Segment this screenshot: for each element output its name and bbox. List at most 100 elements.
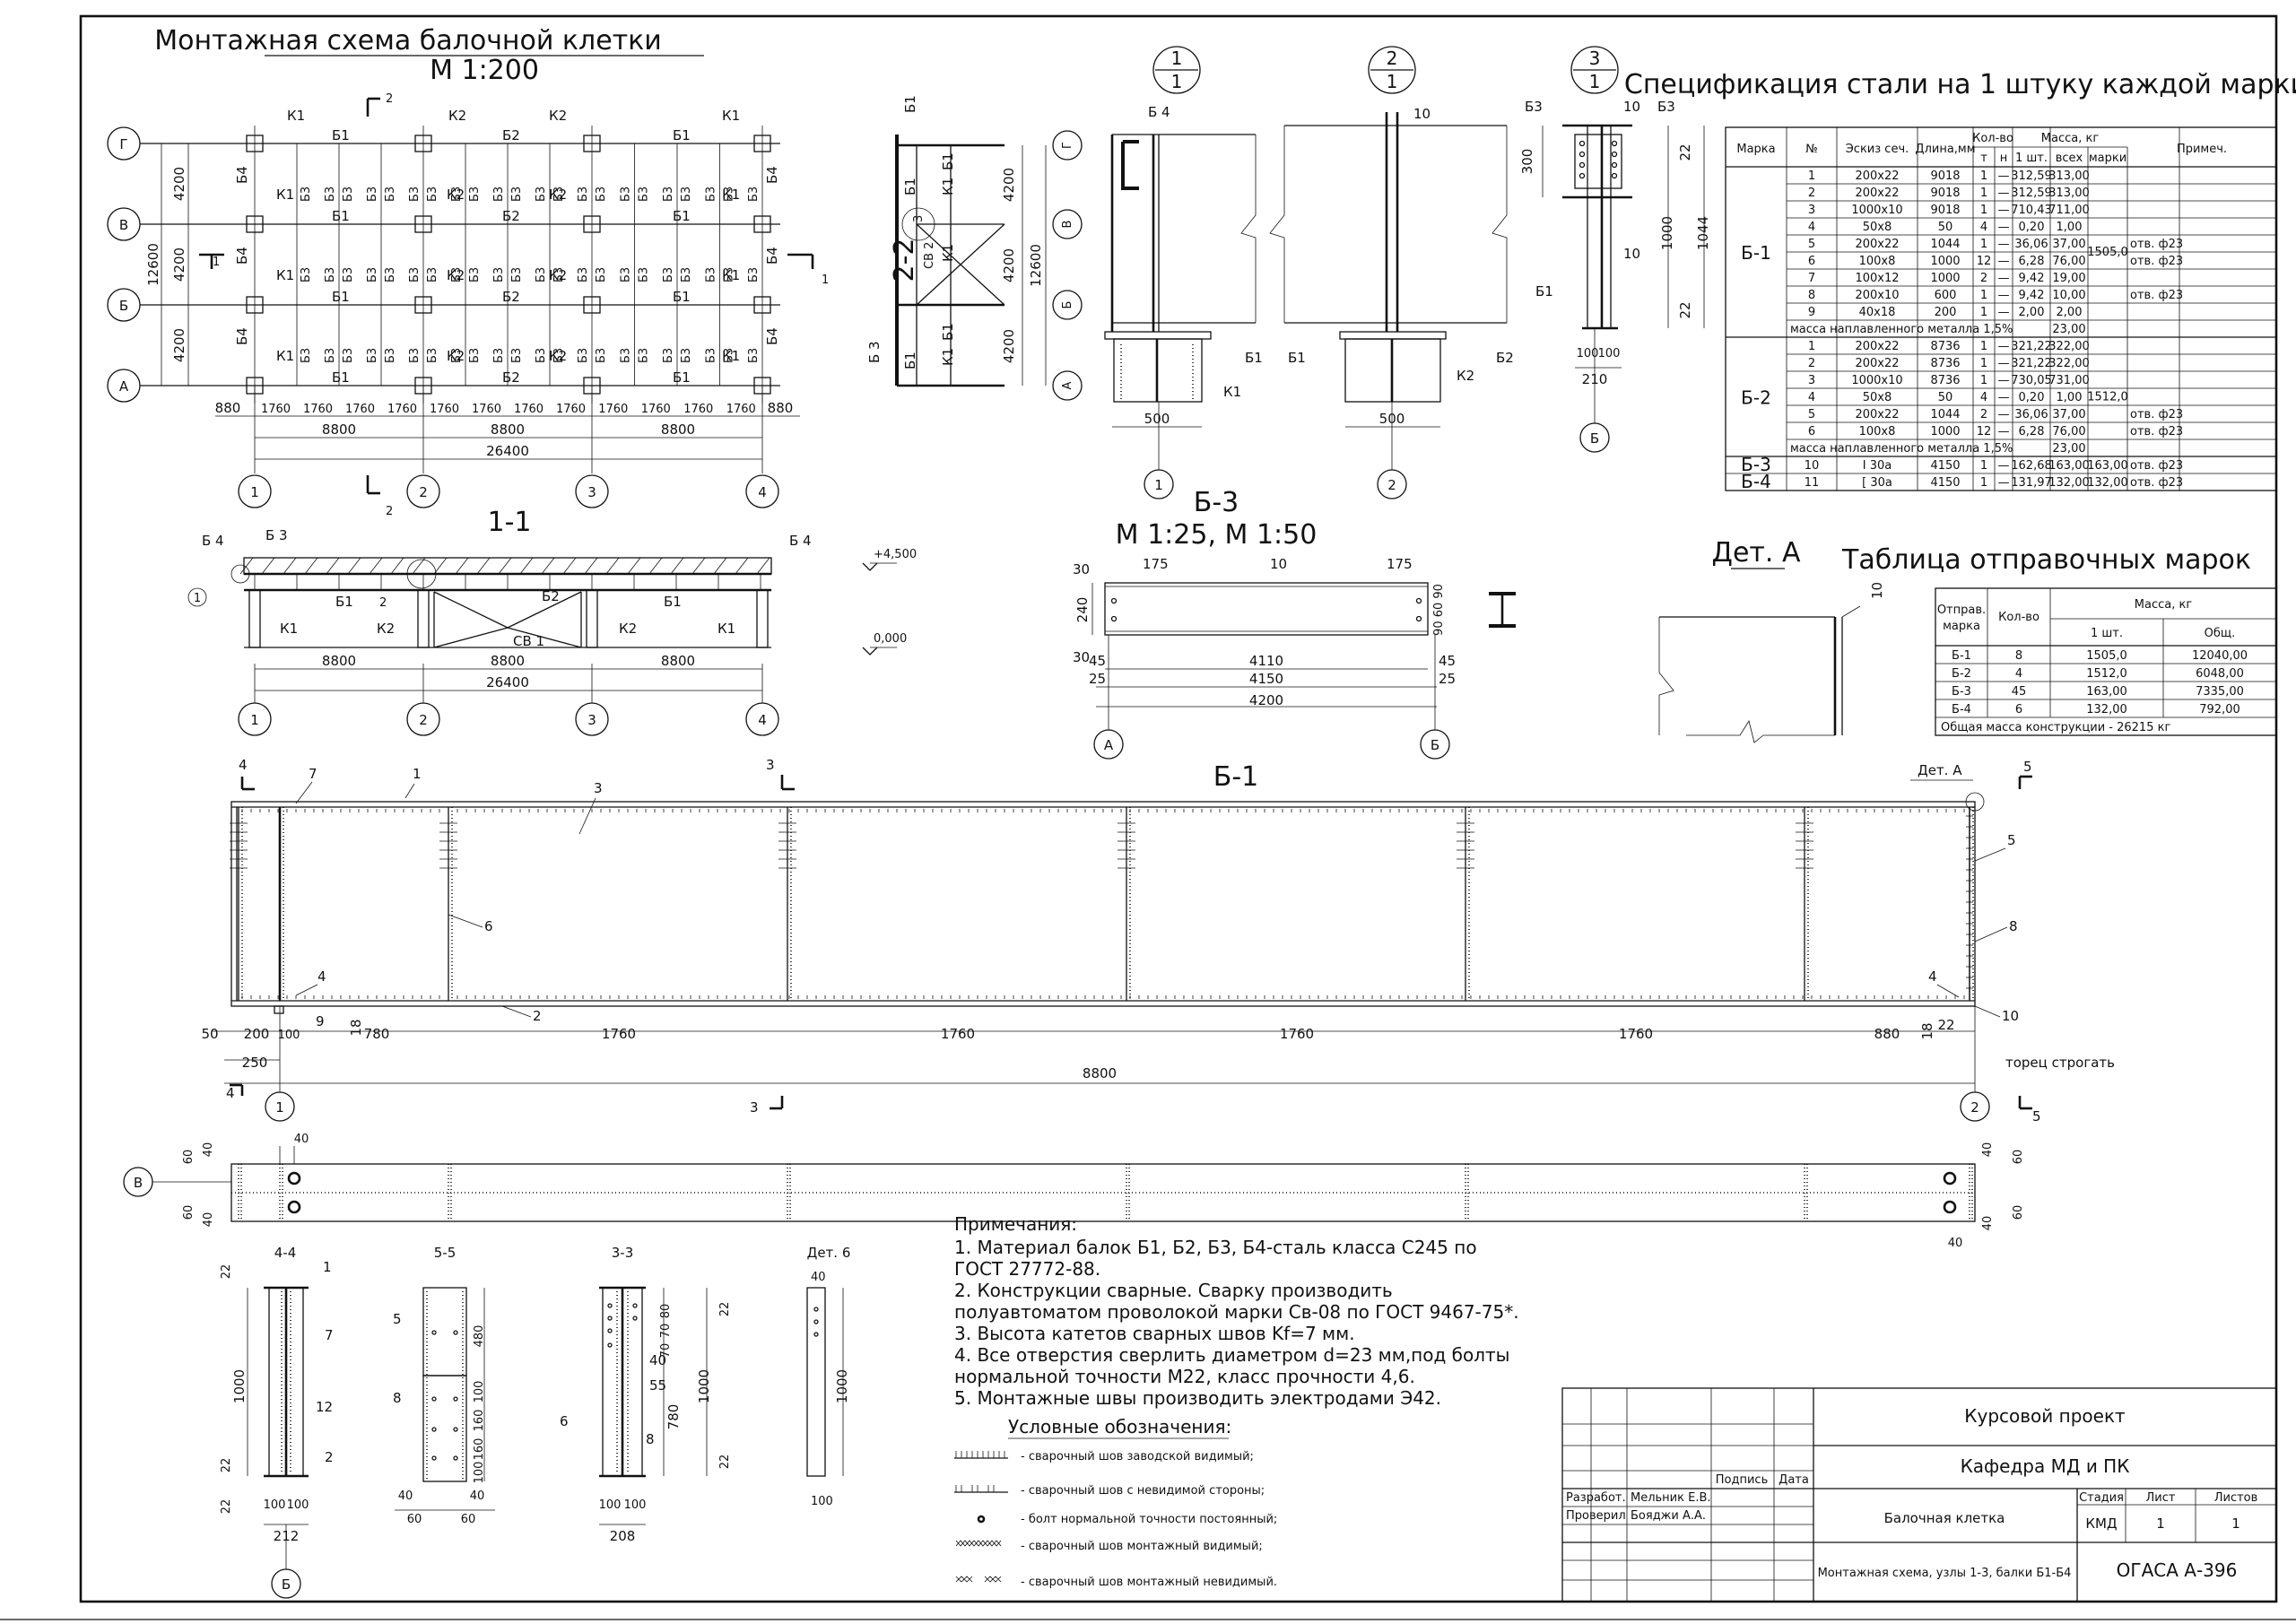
- column: [414, 296, 432, 314]
- svg-text:Б3: Б3: [680, 187, 693, 202]
- svg-text:131,97: 131,97: [2011, 476, 2052, 490]
- svg-text:Б2: Б2: [502, 208, 520, 224]
- svg-text:1 шт.: 1 шт.: [2015, 152, 2048, 165]
- svg-text:Б 3: Б 3: [866, 341, 883, 363]
- svg-text:1760: 1760: [261, 403, 291, 416]
- svg-text:В: В: [119, 217, 128, 233]
- svg-text:6: 6: [1808, 425, 1815, 439]
- row-axis-v: В: [107, 207, 141, 241]
- svg-text:8: 8: [646, 1431, 655, 1447]
- svg-text:Б1: Б1: [1245, 350, 1263, 366]
- svg-text:2: 2: [386, 92, 393, 106]
- svg-text:40: 40: [470, 1489, 485, 1503]
- svg-text:Б3: Б3: [342, 348, 355, 363]
- svg-text:В: В: [134, 1175, 143, 1191]
- svg-text:—: —: [1998, 476, 2010, 490]
- svg-text:5-5: 5-5: [434, 1245, 457, 1261]
- svg-text:22: 22: [220, 1499, 233, 1515]
- svg-text:6,28: 6,28: [2019, 255, 2045, 268]
- svg-text:40: 40: [1981, 1142, 1995, 1158]
- svg-text:Б3: Б3: [366, 267, 379, 282]
- svg-text:Б: Б: [1431, 737, 1439, 753]
- svg-text:0,20: 0,20: [2019, 221, 2045, 234]
- svg-text:9: 9: [1808, 306, 1815, 319]
- svg-text:I 30а: I 30а: [1863, 459, 1892, 473]
- svg-text:1760: 1760: [514, 403, 544, 416]
- svg-text:1505,0: 1505,0: [2087, 246, 2128, 259]
- svg-text:Б1: Б1: [940, 152, 956, 170]
- svg-text:Б3: Б3: [300, 187, 313, 202]
- svg-text:К1: К1: [940, 244, 956, 262]
- column: [753, 296, 771, 314]
- svg-text:Б3: Б3: [492, 187, 506, 202]
- svg-text:711,00: 711,00: [2048, 204, 2090, 217]
- svg-text:Б1: Б1: [332, 289, 350, 305]
- svg-text:Б4: Б4: [234, 166, 250, 184]
- node-2: 2 1 10 Б1 Б2 К2 500 2: [1269, 46, 1514, 499]
- svg-text:1 шт.: 1 шт.: [2091, 627, 2123, 640]
- svg-text:2: 2: [1808, 357, 1815, 370]
- svg-text:1: 1: [1980, 476, 1987, 490]
- stamp-project: Курсовой проект: [1964, 1405, 2126, 1427]
- svg-text:Б3: Б3: [552, 187, 566, 202]
- svg-text:1: 1: [1171, 48, 1183, 69]
- svg-text:1000: 1000: [1930, 255, 1960, 268]
- column: [583, 135, 601, 152]
- b1-title: Б-1: [1213, 761, 1259, 793]
- svg-text:60: 60: [182, 1150, 196, 1165]
- svg-text:Б1: Б1: [673, 208, 691, 224]
- svg-text:36,06: 36,06: [2014, 238, 2048, 251]
- svg-text:К2: К2: [447, 187, 465, 203]
- note-line: ГОСТ 27772-88.: [954, 1258, 1100, 1280]
- svg-text:Б3: Б3: [662, 267, 675, 282]
- svg-text:Б: Б: [1590, 430, 1599, 447]
- svg-text:Б3: Б3: [662, 348, 675, 363]
- svg-text:Б3: Б3: [366, 348, 379, 363]
- svg-text:Б 4: Б 4: [1148, 104, 1170, 120]
- svg-text:[ 30а: [ 30а: [1862, 476, 1892, 490]
- svg-text:К2: К2: [619, 621, 637, 637]
- svg-text:175: 175: [1387, 556, 1413, 572]
- svg-text:1760: 1760: [683, 403, 713, 416]
- plan-view: Монтажная схема балочной клетки М 1:200 …: [107, 25, 829, 518]
- svg-text:18: 18: [1919, 1022, 1935, 1039]
- note-line: нормальной точности М22, класс прочности…: [954, 1366, 1415, 1387]
- det-a-title: Дет. А: [1712, 537, 1801, 569]
- svg-text:70: 70: [659, 1343, 673, 1359]
- notes-block: Примечания: 1. Материал балок Б1, Б2, Б3…: [954, 1213, 1519, 1589]
- svg-text:Б3: Б3: [577, 187, 590, 202]
- svg-text:10: 10: [1413, 106, 1431, 122]
- svg-text:- сварочный шов монтажный види: - сварочный шов монтажный видимый;: [1021, 1540, 1263, 1553]
- svg-text:55: 55: [649, 1377, 666, 1394]
- svg-text:Общ.: Общ.: [2205, 627, 2236, 640]
- svg-text:масса наплавленного металла 1,: масса наплавленного металла 1,5%: [1790, 442, 2013, 456]
- svg-text:Примеч.: Примеч.: [2177, 143, 2227, 156]
- svg-text:600: 600: [1935, 289, 1957, 302]
- svg-text:11: 11: [1805, 476, 1820, 490]
- svg-text:К1: К1: [280, 621, 298, 637]
- svg-text:100: 100: [811, 1495, 833, 1508]
- svg-text:208: 208: [610, 1528, 636, 1544]
- svg-text:200: 200: [1935, 306, 1957, 319]
- svg-text:Б3: Б3: [705, 187, 718, 202]
- svg-text:80: 80: [659, 1304, 673, 1319]
- column: [586, 589, 598, 648]
- svg-text:12040,00: 12040,00: [2192, 649, 2248, 663]
- svg-text:К2: К2: [549, 187, 567, 203]
- svg-text:Б1: Б1: [940, 323, 956, 341]
- svg-text:4: 4: [2015, 667, 2022, 681]
- svg-text:К1: К1: [1223, 384, 1241, 400]
- svg-text:Б-4: Б-4: [1741, 471, 1771, 492]
- svg-text:Б3: Б3: [450, 348, 464, 363]
- stamp-dept: Кафедра МД и ПК: [1961, 1455, 2130, 1477]
- column: [246, 215, 264, 233]
- svg-text:К1: К1: [276, 267, 294, 283]
- svg-text:8800: 8800: [1083, 1065, 1117, 1081]
- svg-text:Б3: Б3: [384, 348, 397, 363]
- svg-text:4: 4: [1980, 391, 1987, 404]
- svg-text:200х10: 200х10: [1855, 289, 1899, 302]
- svg-text:Б4: Б4: [234, 247, 250, 265]
- svg-text:321,22: 321,22: [2011, 357, 2052, 370]
- svg-text:23,00: 23,00: [2052, 442, 2085, 456]
- svg-text:90 60 90: 90 60 90: [1432, 584, 1446, 636]
